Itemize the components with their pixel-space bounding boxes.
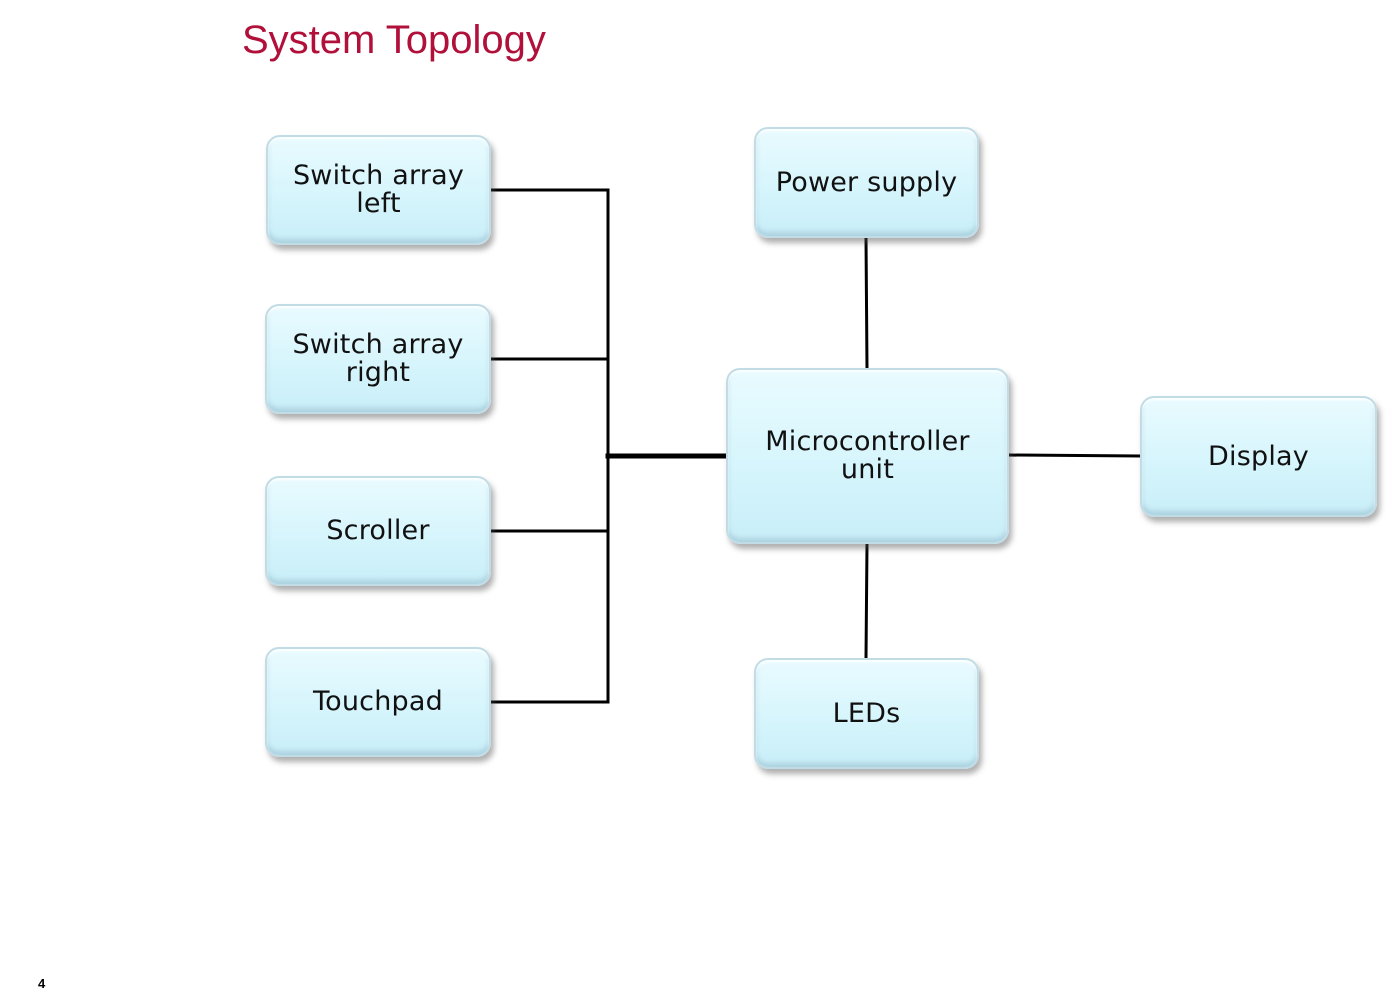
edge-mcu-to-leds — [864, 542, 869, 660]
node-label: Scroller — [326, 515, 430, 546]
node-label: Display — [1208, 440, 1309, 472]
node-label: Power supply — [775, 166, 958, 198]
node-microcontroller-unit: Microcontroller unit — [726, 368, 1009, 544]
node-label: Microcontroller unit — [765, 426, 970, 485]
node-label: Touchpad — [313, 686, 443, 717]
edge-mcu-to-display — [1006, 453, 1142, 458]
node-display: Display — [1140, 396, 1377, 517]
page-number: 4 — [38, 976, 46, 991]
slide-title: System Topology — [242, 18, 546, 62]
node-label: Switch array left — [292, 160, 465, 219]
node-label: LEDs — [832, 697, 901, 729]
node-leds: LEDs — [754, 658, 979, 769]
node-scroller: Scroller — [265, 476, 491, 586]
node-switch-array-right: Switch array right — [265, 304, 491, 414]
node-power-supply: Power supply — [754, 127, 979, 238]
node-switch-array-left: Switch array left — [266, 135, 491, 245]
node-touchpad: Touchpad — [265, 647, 491, 757]
node-label: Switch array right — [292, 329, 464, 388]
edge-power-to-mcu — [864, 236, 869, 370]
